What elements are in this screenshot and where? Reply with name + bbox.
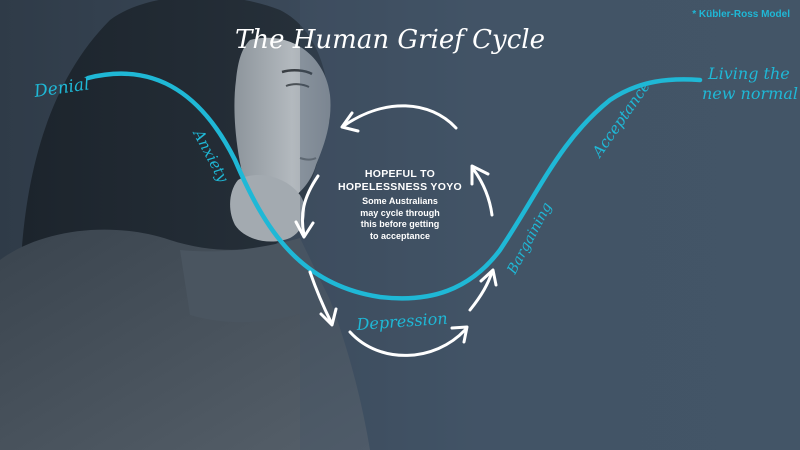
center-body-line2: may cycle through (360, 207, 440, 218)
center-text: HOPEFUL TO HOPELESSNESS YOYO Some Austra… (330, 168, 470, 242)
arrow-lower-right (468, 270, 494, 312)
stage-label-living-line1: Living the (707, 64, 790, 83)
stage-label-denial: Denial (32, 74, 91, 102)
stage-label-anxiety: Anxiety (189, 125, 233, 186)
stage-label-bargaining: Bargaining (504, 200, 556, 278)
stage-label-acceptance: Acceptance (587, 78, 653, 162)
grief-curve (85, 71, 703, 301)
center-heading-line2: HOPELESSNESS YOYO (338, 181, 462, 193)
arrow-lower-left (308, 270, 333, 324)
arrow-top (343, 104, 458, 130)
arrow-right (472, 168, 494, 217)
stage-label-depression: Depression (355, 309, 448, 334)
yoyo-arrows (294, 104, 498, 357)
center-body-line4: to acceptance (369, 230, 431, 241)
center-body-line1: Some Australians (362, 196, 438, 206)
model-note: * Kübler-Ross Model (692, 9, 790, 20)
center-body-line3: this before getting (360, 219, 440, 229)
center-body: Some Australians may cycle through this … (330, 196, 470, 242)
diagram-title: The Human Grief Cycle (235, 25, 545, 55)
center-heading-line1: HOPEFUL TO (364, 168, 436, 180)
stage-label-living-line2: new normal (702, 84, 798, 103)
photo-face (234, 37, 331, 202)
arrow-bottom (348, 328, 467, 357)
arrow-left (300, 174, 320, 237)
